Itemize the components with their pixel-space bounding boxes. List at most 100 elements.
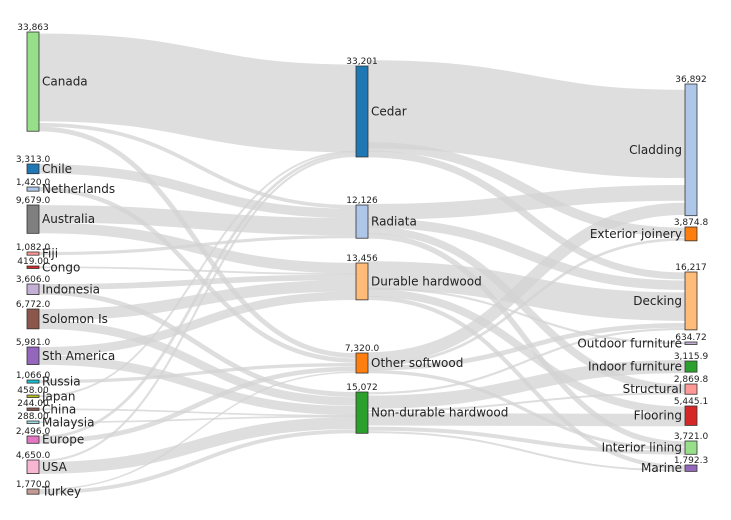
- link-europe-to-cedar: [38, 152, 357, 439]
- value-label-marine: 1,792.3: [674, 456, 708, 466]
- node-bar-china: [26, 407, 40, 411]
- node-bar-marine: [684, 464, 698, 472]
- link-non-durable-hardwood-to-structural: [367, 392, 686, 412]
- node-label-solomon-is: Solomon Is: [42, 312, 108, 326]
- node-bar-sth-america: [26, 346, 40, 365]
- value-label-china: 244.00: [17, 399, 49, 409]
- node-bar-other-softwood: [355, 352, 369, 374]
- link-radiata-to-cladding: [367, 184, 686, 220]
- link-malaysia-to-non-durable-hardwood: [38, 415, 357, 424]
- node-bar-radiata: [355, 204, 369, 239]
- link-congo-to-durable-hardwood: [38, 266, 357, 275]
- value-label-europe: 2,496.0: [16, 427, 51, 437]
- node-label-other-softwood: Other softwood: [371, 356, 463, 370]
- value-label-turkey: 1,770.0: [16, 480, 51, 490]
- value-label-cladding: 36,892: [675, 75, 707, 85]
- node-bar-cedar: [355, 65, 369, 158]
- link-sth-america-to-non-durable-hardwood: [38, 355, 357, 416]
- node-bar-turkey: [26, 488, 40, 495]
- link-sth-america-to-durable-hardwood: [38, 291, 357, 356]
- link-russia-to-other-softwood: [38, 363, 357, 384]
- node-bar-outdoor-furniture: [684, 341, 698, 345]
- value-label-indoor-furniture: 3,115.9: [674, 352, 709, 362]
- node-label-decking: Decking: [633, 294, 682, 308]
- node-label-cedar: Cedar: [371, 104, 407, 118]
- node-label-australia: Australia: [42, 212, 95, 226]
- node-label-japan: Japan: [41, 389, 75, 403]
- link-indonesia-to-durable-hardwood: [38, 274, 357, 290]
- value-label-indonesia: 3,606.0: [16, 275, 51, 285]
- node-bar-fiji: [26, 251, 40, 256]
- value-label-exterior-joinery: 3,874.8: [674, 218, 709, 228]
- node-bar-indoor-furniture: [684, 360, 698, 373]
- link-non-durable-hardwood-to-decking: [367, 327, 686, 395]
- value-label-malaysia: 288.00: [17, 412, 49, 422]
- node-bar-usa: [26, 459, 40, 475]
- value-label-chile: 3,313.0: [16, 155, 51, 165]
- link-other-softwood-to-interior-lining: [367, 369, 686, 451]
- node-bar-solomon-is: [26, 308, 40, 330]
- value-label-cedar: 33,201: [346, 57, 378, 67]
- value-label-flooring: 5,445.1: [674, 397, 708, 407]
- node-label-congo: Congo: [42, 260, 80, 274]
- node-bar-structural: [684, 383, 698, 395]
- link-layer: [38, 33, 686, 495]
- node-bar-interior-lining: [684, 440, 698, 455]
- node-bar-cladding: [684, 83, 698, 217]
- link-australia-to-durable-hardwood: [38, 222, 357, 274]
- value-label-canada: 33,863: [17, 23, 49, 33]
- value-label-netherlands: 1,420.0: [16, 178, 51, 188]
- node-label-marine: Marine: [641, 461, 682, 475]
- value-label-congo: 419.00: [17, 257, 49, 267]
- link-non-durable-hardwood-to-interior-lining: [367, 426, 686, 455]
- node-bar-flooring: [684, 405, 698, 426]
- node-bar-congo: [26, 265, 40, 269]
- node-label-radiata: Radiata: [371, 215, 417, 229]
- value-label-solomon-is: 6,772.0: [16, 300, 51, 310]
- value-label-japan: 458.00: [17, 386, 49, 396]
- link-fiji-to-radiata: [38, 235, 357, 256]
- link-durable-hardwood-to-flooring: [367, 288, 686, 415]
- link-canada-to-cedar: [38, 33, 357, 153]
- node-label-chile: Chile: [42, 162, 72, 176]
- link-cedar-to-cladding: [367, 60, 686, 179]
- node-label-turkey: Turkey: [41, 485, 81, 499]
- node-bar-netherlands: [26, 186, 40, 192]
- node-bar-exterior-joinery: [684, 226, 698, 242]
- link-solomon-is-to-durable-hardwood: [38, 280, 357, 321]
- link-usa-to-non-durable-hardwood: [38, 417, 357, 474]
- value-label-decking: 16,217: [675, 263, 707, 273]
- link-chile-to-radiata: [38, 164, 357, 219]
- link-canada-to-other-softwood: [38, 126, 357, 359]
- value-label-australia: 9,679.0: [16, 196, 51, 206]
- node-label-russia: Russia: [42, 375, 81, 389]
- node-bar-durable-hardwood: [355, 262, 369, 301]
- node-label-non-durable-hardwood: Non-durable hardwood: [371, 406, 508, 420]
- node-bar-canada: [26, 31, 40, 132]
- value-label-fiji: 1,082.0: [16, 243, 51, 253]
- node-label-malaysia: Malaysia: [42, 415, 94, 429]
- link-non-durable-hardwood-to-flooring: [367, 412, 686, 427]
- node-label-exterior-joinery: Exterior joinery: [590, 227, 682, 241]
- node-label-fiji: Fiji: [42, 247, 58, 261]
- link-solomon-is-to-non-durable-hardwood: [38, 320, 357, 406]
- node-label-canada: Canada: [42, 75, 88, 89]
- link-other-softwood-to-cladding: [367, 202, 686, 365]
